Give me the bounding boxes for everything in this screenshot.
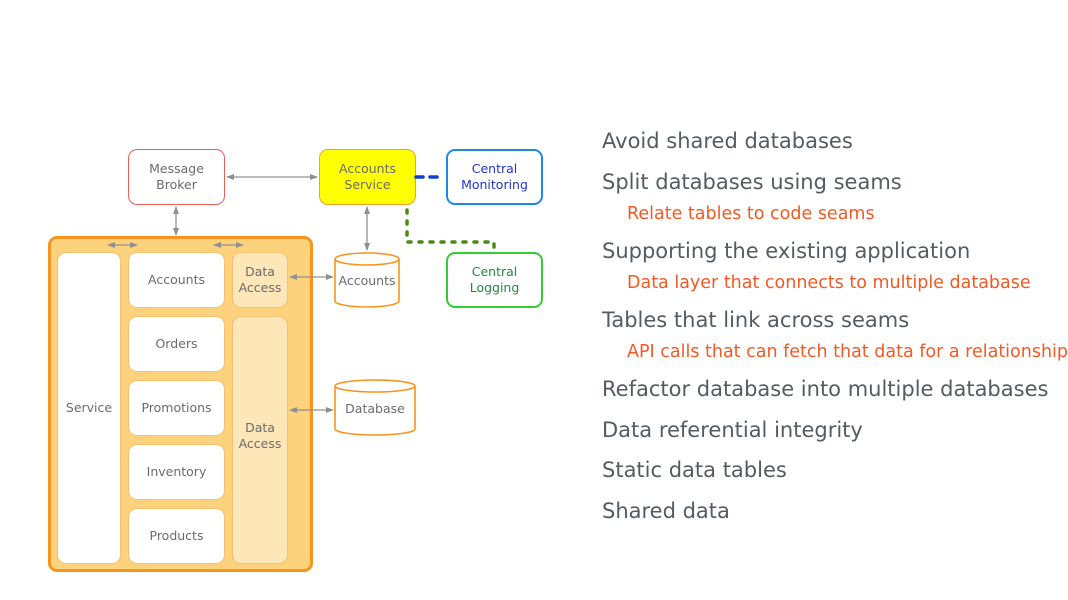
- sub-bullet-data-layer: Data layer that connects to multiple dat…: [627, 273, 1031, 293]
- db-database-cylinder: [334, 379, 416, 436]
- message-broker-node: Message Broker: [128, 149, 225, 205]
- central-logging-node: Central Logging: [446, 252, 543, 308]
- bullet-referential-integrity: Data referential integrity: [602, 418, 863, 442]
- sub-bullet-api-calls: API calls that can fetch that data for a…: [627, 342, 1068, 362]
- link-logging: [405, 208, 496, 254]
- data-access-accounts: Data Access: [232, 252, 288, 308]
- db-accounts-label: Accounts: [338, 272, 396, 288]
- bullet-tables-link-seams: Tables that link across seams: [602, 308, 910, 332]
- data-access-shared: Data Access: [232, 316, 288, 564]
- module-orders: Orders: [128, 316, 225, 372]
- module-inventory: Inventory: [128, 444, 225, 500]
- module-promotions: Promotions: [128, 380, 225, 436]
- bullet-shared-data: Shared data: [602, 499, 730, 523]
- bullet-static-data-tables: Static data tables: [602, 458, 787, 482]
- bullet-avoid-shared-databases: Avoid shared databases: [602, 129, 853, 153]
- sub-bullet-relate-tables: Relate tables to code seams: [627, 204, 875, 224]
- bullet-refactor-database: Refactor database into multiple database…: [602, 377, 1049, 401]
- bullet-split-databases: Split databases using seams: [602, 170, 902, 194]
- service-column: Service: [57, 252, 121, 564]
- db-database-label: Database: [345, 400, 405, 416]
- central-monitoring-node: Central Monitoring: [446, 149, 543, 205]
- module-accounts: Accounts: [128, 252, 225, 308]
- db-accounts-cylinder: [334, 252, 400, 308]
- bullet-supporting-existing-app: Supporting the existing application: [602, 239, 971, 263]
- module-products: Products: [128, 508, 225, 564]
